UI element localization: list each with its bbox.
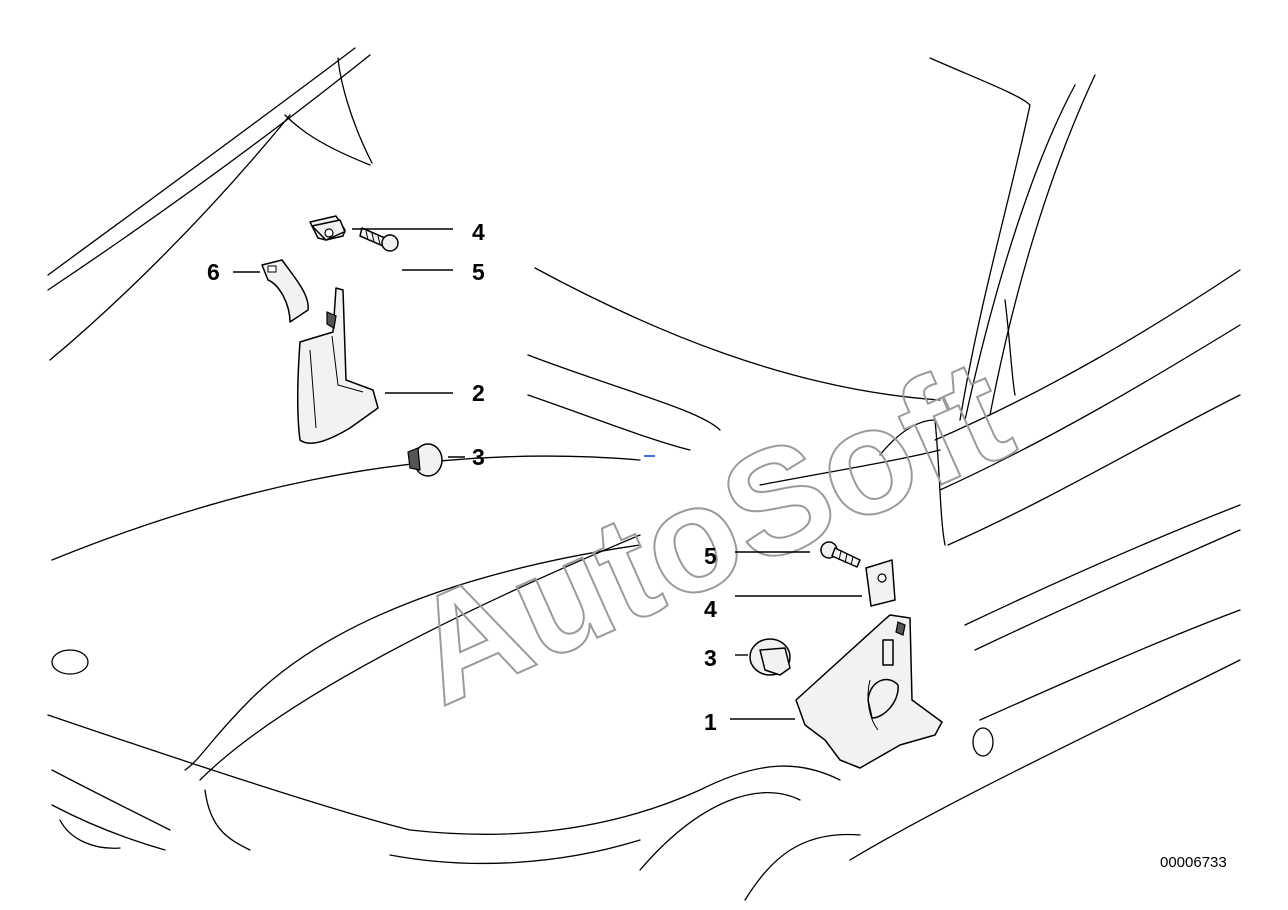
part-6-clip (261, 259, 309, 323)
part-2-trim-panel (296, 287, 379, 444)
callout-upper-6: 6 (207, 259, 220, 285)
part-5-screw-upper (359, 227, 399, 252)
part-1-trim-panel (795, 614, 943, 769)
part-3-push-clip-upper (407, 443, 443, 477)
callout-upper-5: 5 (472, 259, 485, 285)
document-number: 00006733 (1160, 854, 1227, 871)
callout-upper-3: 3 (472, 444, 485, 470)
car-body-outline (47, 47, 1241, 901)
callout-upper-4: 4 (472, 219, 485, 245)
part-4-clip-nut-lower (865, 559, 896, 607)
callout-lower-5: 5 (704, 543, 717, 569)
part-3-push-clip-lower (749, 638, 791, 676)
part-4-clip-nut-upper (309, 215, 346, 241)
callout-lower-4: 4 (704, 596, 717, 622)
callout-lower-3: 3 (704, 645, 717, 671)
callout-upper-2: 2 (472, 380, 485, 406)
leader-lines-lower (730, 551, 862, 720)
part-5-screw-lower (820, 541, 861, 568)
leader-lines-upper (233, 228, 465, 458)
callout-lower-1: 1 (704, 709, 717, 735)
